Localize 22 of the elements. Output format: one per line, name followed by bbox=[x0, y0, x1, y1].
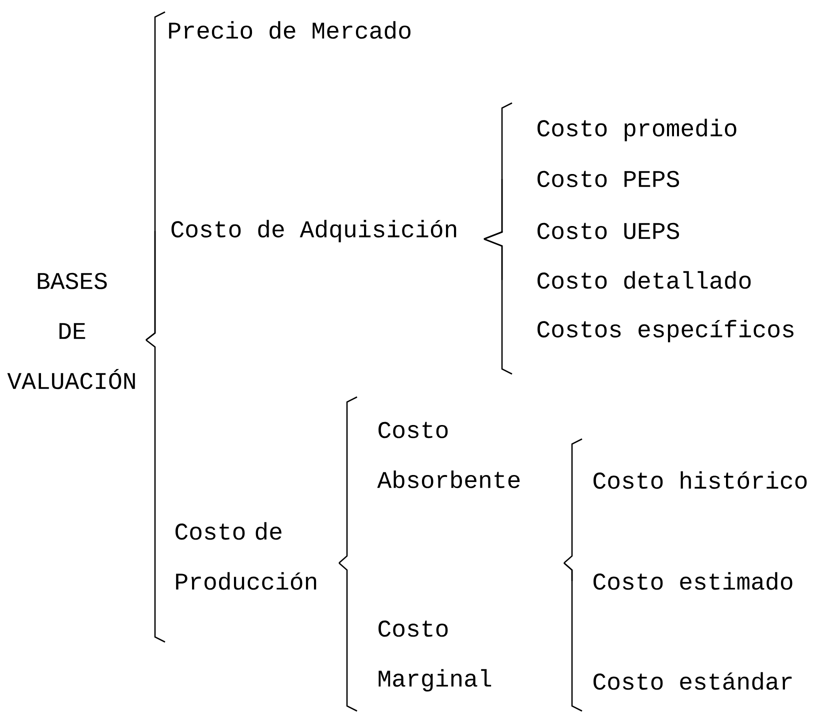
curly-brace bbox=[338, 396, 358, 564]
text-label: Costo UEPS bbox=[538, 222, 680, 240]
text-label: Costo PEPS bbox=[538, 170, 680, 188]
curly-brace bbox=[146, 231, 156, 341]
curly-brace bbox=[564, 562, 582, 712]
text-label: Costo detallado bbox=[538, 271, 751, 289]
curly-brace bbox=[338, 562, 358, 712]
text-label: Costo Marginal bbox=[378, 620, 492, 692]
curly-brace bbox=[484, 238, 512, 375]
text-label: BASES DE VALUACIÓN bbox=[7, 272, 135, 390]
text-label: Precio de Mercado bbox=[169, 21, 410, 39]
text-label: Costo de Adquisición bbox=[172, 220, 456, 242]
curly-brace bbox=[564, 438, 582, 564]
text-label: Costos específicos bbox=[538, 320, 794, 342]
text-label: Costo promedio bbox=[538, 118, 736, 142]
text-label: Costo estándar bbox=[594, 672, 792, 690]
text-label: Costo Absorbente bbox=[377, 422, 520, 488]
curly-brace bbox=[484, 230, 503, 240]
text-label: Costo de Producción bbox=[176, 522, 316, 590]
text-label: Costo estimado bbox=[594, 572, 792, 590]
text-label: Costo histórico bbox=[594, 471, 807, 489]
curly-brace bbox=[146, 339, 166, 643]
